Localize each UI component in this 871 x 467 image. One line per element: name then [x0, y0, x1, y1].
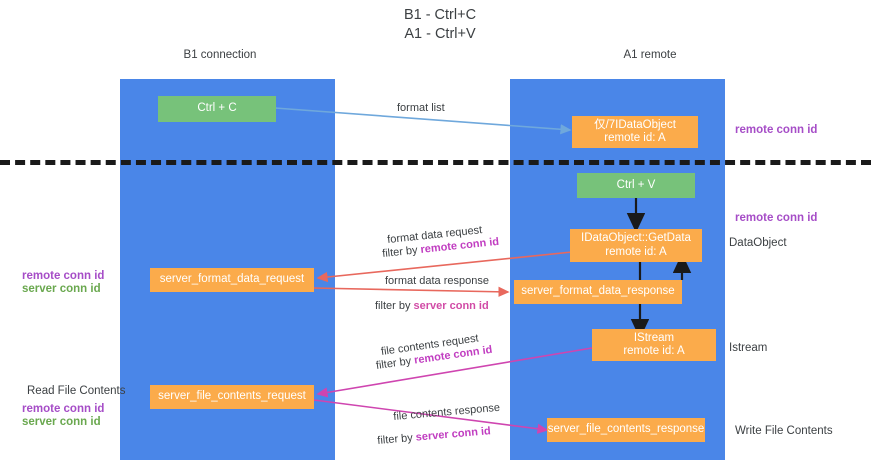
edge-label-file-contents-response: file contents response: [393, 401, 501, 424]
node-server-format-data-response[interactable]: server_format_data_response: [514, 280, 682, 304]
caption-dataobject: DataObject: [729, 237, 787, 249]
filter-prefix: filter by: [376, 431, 417, 448]
node-ctrl-c[interactable]: Ctrl + C: [158, 96, 276, 122]
lane-header-b1: B1 connection: [183, 49, 257, 61]
caption-left-bottom-server-conn-id: server conn id: [22, 416, 101, 428]
caption-read-file-contents: Read File Contents: [27, 385, 126, 397]
filter-prefix: filter by: [375, 300, 414, 312]
edge-label-format-data-response-filter: filter by server conn id: [375, 299, 489, 313]
caption-remote-conn-id-mid: remote conn id: [735, 212, 818, 224]
caption-istream: Istream: [729, 342, 768, 354]
phase-divider: [0, 160, 871, 165]
caption-remote-conn-id-top: remote conn id: [735, 124, 818, 136]
caption-left-remote-conn-id: remote conn id: [22, 270, 105, 282]
node-server-file-contents-response[interactable]: server_file_contents_response: [547, 418, 705, 442]
caption-left-bottom-remote-conn-id: remote conn id: [22, 403, 105, 415]
edge-label-file-contents-response-filter: filter by server conn id: [377, 424, 492, 448]
node-server-format-data-request[interactable]: server_format_data_request: [150, 268, 314, 292]
lane-header-a1: A1 remote: [623, 49, 677, 61]
edge-label-format-list: format list: [397, 102, 445, 114]
page-title: B1 - Ctrl+C A1 - Ctrl+V: [403, 7, 477, 42]
node-idataobject-getdata[interactable]: IDataObject::GetData remote id: A: [570, 229, 702, 262]
node-istream[interactable]: IStream remote id: A: [592, 329, 716, 361]
filter-key-server-conn-id: server conn id: [413, 300, 489, 312]
filter-key-server-conn-id: server conn id: [415, 425, 492, 444]
node-idataobject[interactable]: 仅/7IDataObject remote id: A: [572, 116, 698, 148]
caption-left-server-conn-id: server conn id: [22, 283, 101, 295]
node-server-file-contents-request[interactable]: server_file_contents_request: [150, 385, 314, 409]
caption-write-file-contents: Write File Contents: [735, 425, 833, 437]
node-ctrl-v[interactable]: Ctrl + V: [577, 173, 695, 198]
filter-prefix: filter by: [375, 354, 416, 373]
edge-label-format-data-response: format data response: [385, 275, 489, 287]
edge-label-file-contents-response-text: file contents response: [392, 401, 501, 424]
filter-prefix: filter by: [381, 244, 422, 261]
